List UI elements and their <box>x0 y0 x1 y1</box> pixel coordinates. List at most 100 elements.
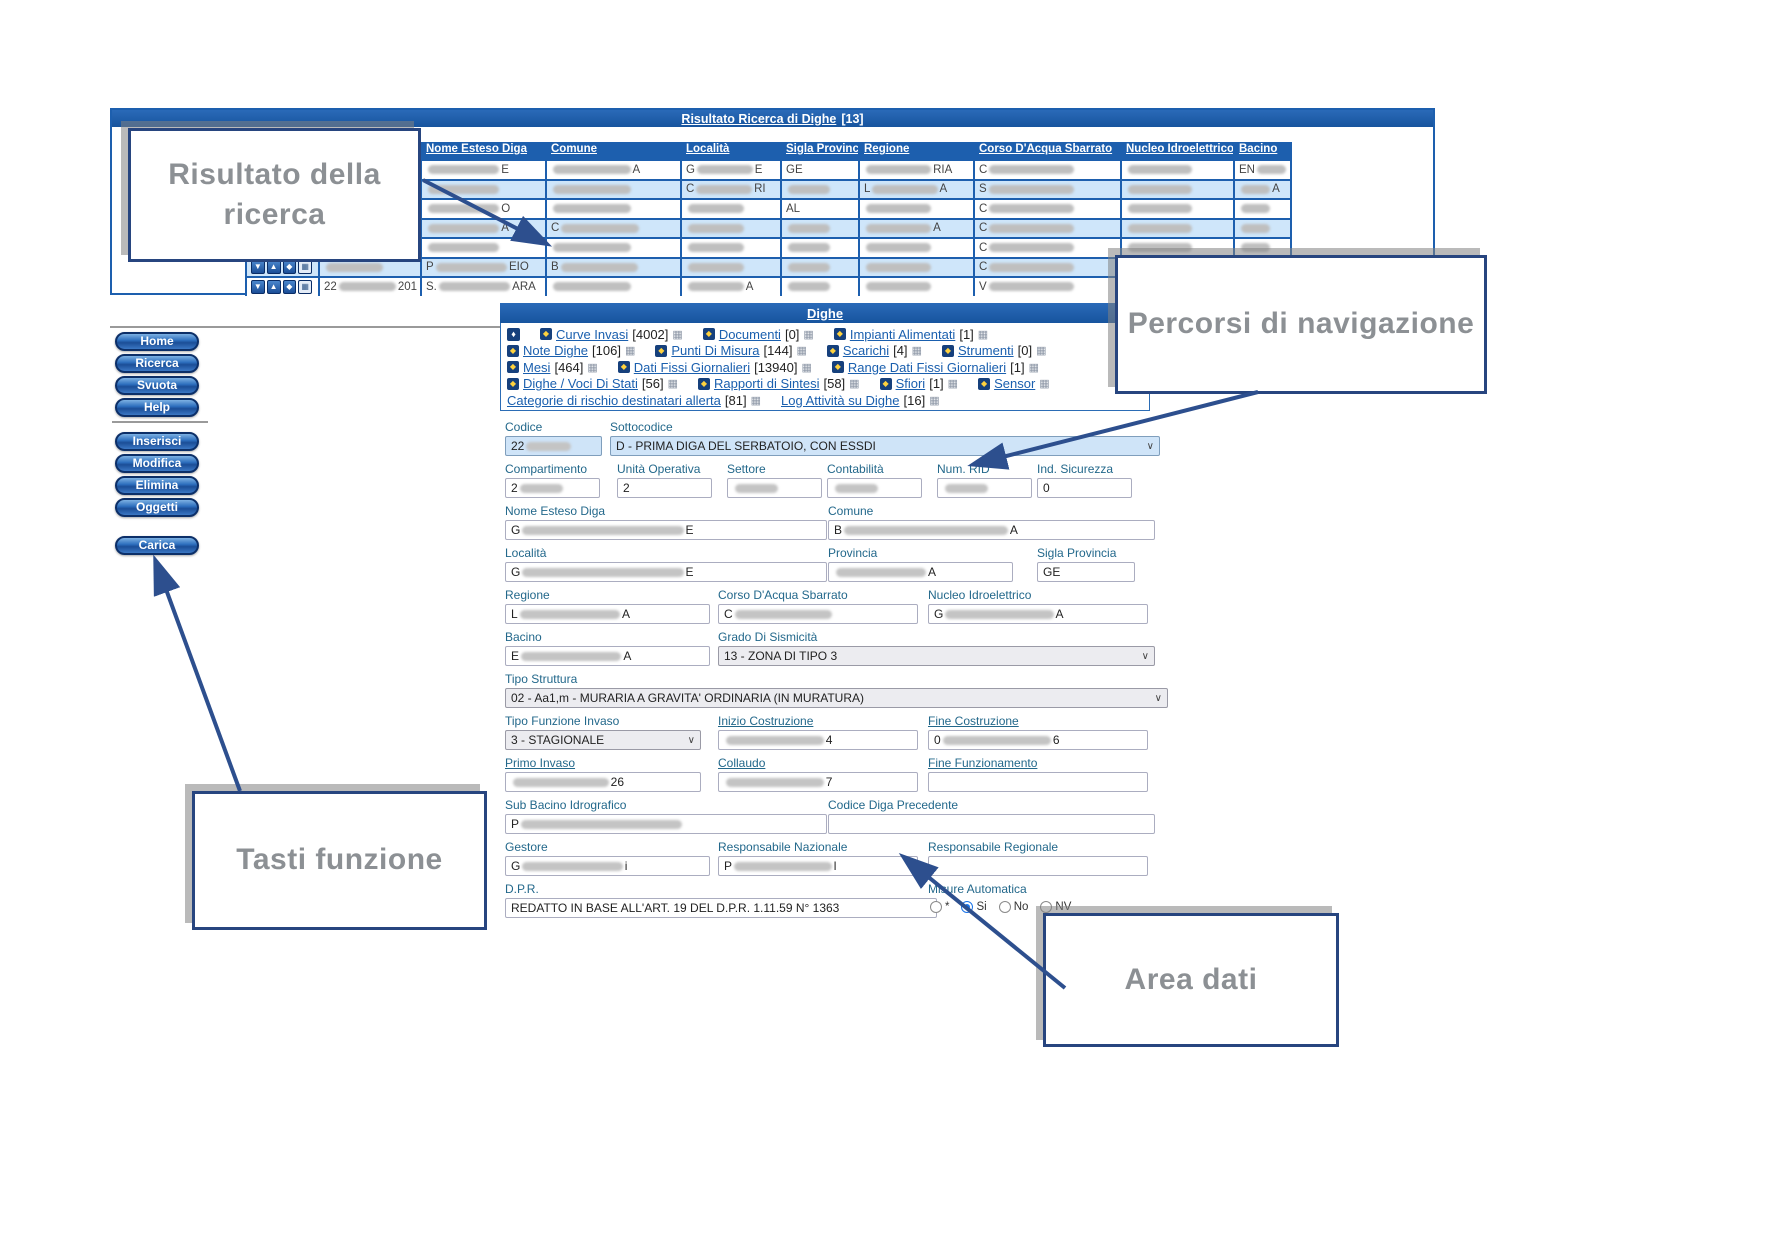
column-header[interactable]: Comune <box>547 142 682 159</box>
results-title[interactable]: Risultato Ricerca di Dighe <box>681 111 837 126</box>
link-icon[interactable]: ◆ <box>540 328 552 341</box>
sidebar-button-oggetti[interactable]: Oggetti <box>115 498 199 517</box>
down-arrow-icon[interactable]: ▼ <box>251 279 265 294</box>
nav-link[interactable]: Mesi <box>523 359 551 375</box>
column-header[interactable]: Sigla Provincia <box>782 142 860 159</box>
corso-acqua-input[interactable]: C <box>718 604 918 624</box>
dpr-input[interactable]: REDATTO IN BASE ALL'ART. 19 DEL D.P.R. 1… <box>505 898 937 918</box>
grid-icon[interactable]: ▦ <box>947 378 959 391</box>
sidebar-button-help[interactable]: Help <box>115 398 199 417</box>
primo-invaso-input[interactable]: 26 <box>505 772 701 792</box>
contabilita-input[interactable] <box>827 478 922 498</box>
sidebar-button-elimina[interactable]: Elimina <box>115 476 199 495</box>
nav-link[interactable]: Curve Invasi <box>556 326 629 342</box>
sigla-provincia-input[interactable]: GE <box>1037 562 1135 582</box>
grid-icon[interactable]: ▦ <box>750 394 761 407</box>
link-icon[interactable]: ◆ <box>507 377 519 390</box>
grid-icon[interactable]: ▦ <box>977 328 989 341</box>
inizio-costruzione-input[interactable]: 4 <box>718 730 918 750</box>
radio-icon[interactable] <box>961 901 974 913</box>
tipo-funzione-select[interactable]: 3 - STAGIONALE∨ <box>505 730 701 750</box>
radio-option-nv[interactable]: NV <box>1040 901 1071 913</box>
sidebar-button-home[interactable]: Home <box>115 332 199 351</box>
responsabile-regionale-input[interactable] <box>928 856 1148 876</box>
grid-icon[interactable]: ▦ <box>801 361 812 374</box>
sidebar-button-modifica[interactable]: Modifica <box>115 454 199 473</box>
link-icon[interactable]: ◆ <box>833 328 846 341</box>
nav-link[interactable]: Impianti Alimentati <box>849 326 956 342</box>
nav-link[interactable]: Scarichi <box>842 343 890 359</box>
grid-icon[interactable]: ▦ <box>1028 361 1039 374</box>
bell-icon[interactable]: ◆ <box>282 260 297 275</box>
link-icon[interactable]: ◆ <box>831 361 844 374</box>
sidebar-button-ricerca[interactable]: Ricerca <box>115 354 199 373</box>
codice-diga-precedente-input[interactable] <box>828 814 1155 834</box>
link-icon[interactable]: ◆ <box>507 361 519 374</box>
sidebar-button-inserisci[interactable]: Inserisci <box>115 432 199 451</box>
column-header[interactable]: Bacino <box>1235 142 1292 159</box>
down-arrow-icon[interactable]: ▼ <box>251 260 265 275</box>
column-header[interactable]: Nucleo Idroelettrico <box>1122 142 1235 159</box>
sidebar-button-svuota[interactable]: Svuota <box>115 376 199 395</box>
radio-option-*[interactable]: * <box>930 901 949 913</box>
sub-bacino-input[interactable]: P <box>505 814 827 834</box>
sidebar-button-carica[interactable]: Carica <box>115 536 199 555</box>
grid-icon[interactable]: ▦ <box>796 345 807 358</box>
nav-link[interactable]: Note Dighe <box>523 343 589 359</box>
nav-link[interactable]: Dati Fissi Giornalieri <box>633 359 751 375</box>
num-rid-input[interactable] <box>937 478 1032 498</box>
link-icon[interactable]: ◆ <box>702 328 715 341</box>
nav-link[interactable]: Categorie di rischio destinatari allerta <box>507 392 721 408</box>
bell-icon[interactable]: ◆ <box>282 279 297 294</box>
grid-icon[interactable]: ▦ <box>849 378 860 391</box>
radio-option-no[interactable]: No <box>998 901 1028 913</box>
radio-option-si[interactable]: Si <box>961 901 987 913</box>
grid-icon[interactable]: ▦ <box>911 345 922 358</box>
settore-input[interactable] <box>727 478 822 498</box>
nav-link[interactable]: Range Dati Fissi Giornalieri <box>847 359 1007 375</box>
column-header[interactable]: Nome Esteso Diga <box>422 142 547 159</box>
column-header[interactable]: Corso D'Acqua Sbarrato <box>975 142 1122 159</box>
link-icon[interactable]: ◆ <box>941 344 954 357</box>
radio-icon[interactable] <box>998 901 1011 913</box>
photo-icon[interactable]: ▦ <box>298 279 312 294</box>
link-icon[interactable]: ◆ <box>978 377 991 390</box>
grid-icon[interactable]: ▦ <box>1036 345 1047 358</box>
nav-link[interactable]: Punti Di Misura <box>671 343 760 359</box>
photo-icon[interactable]: ▦ <box>298 260 312 275</box>
compartimento-input[interactable]: 2 <box>505 478 600 498</box>
grid-icon[interactable]: ▦ <box>624 345 636 358</box>
up-arrow-icon[interactable]: ▲ <box>266 279 281 294</box>
nav-link[interactable]: Log Attività su Dighe <box>780 392 900 408</box>
link-icon[interactable]: ◆ <box>507 344 519 357</box>
link-icon[interactable]: ◆ <box>697 377 710 390</box>
provincia-input[interactable]: A <box>828 562 1013 582</box>
nav-link[interactable]: Sensor <box>994 376 1036 392</box>
up-arrow-icon[interactable]: ▲ <box>266 260 281 275</box>
nav-link[interactable]: Documenti <box>718 326 781 342</box>
nav-link[interactable]: Rapporti di Sintesi <box>713 376 820 392</box>
grid-icon[interactable]: ▦ <box>587 361 598 374</box>
column-header[interactable]: Regione <box>860 142 975 159</box>
grid-icon[interactable]: ▦ <box>672 328 683 341</box>
tipo-struttura-select[interactable]: 02 - Aa1,m - MURARIA A GRAVITA' ORDINARI… <box>505 688 1168 708</box>
ind-sicurezza-input[interactable]: 0 <box>1037 478 1132 498</box>
codice-input[interactable]: 22 <box>505 436 602 456</box>
grid-icon[interactable]: ▦ <box>667 378 678 391</box>
alert-icon[interactable]: ♦ <box>507 327 520 341</box>
radio-icon[interactable] <box>930 901 942 913</box>
grid-icon[interactable]: ▦ <box>929 394 940 407</box>
nav-link[interactable]: Sfiori <box>895 376 926 392</box>
grado-sismicita-select[interactable]: 13 - ZONA DI TIPO 3∨ <box>718 646 1155 666</box>
radio-icon[interactable] <box>1040 901 1053 913</box>
link-icon[interactable]: ◆ <box>655 344 668 357</box>
